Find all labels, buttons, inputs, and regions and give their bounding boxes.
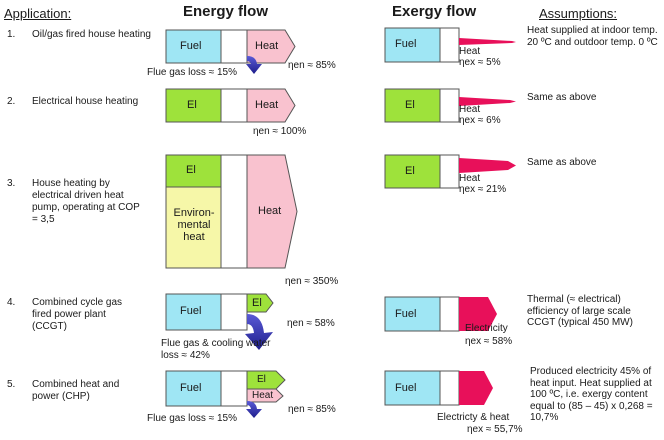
row1-fuel-label: Fuel bbox=[180, 40, 202, 52]
row3-application: House heating by electrical driven heat … bbox=[32, 178, 140, 225]
row1-heat-label: Heat bbox=[255, 40, 279, 52]
row5-el-arrow bbox=[246, 370, 286, 390]
row3-el-label: El bbox=[186, 164, 196, 176]
row1-exergy-gap bbox=[439, 27, 460, 63]
row5-exergy-arrow bbox=[459, 371, 493, 405]
assumptions-header: Assumptions: bbox=[539, 6, 618, 21]
row2-assumption: Same as above bbox=[527, 92, 597, 103]
row3-exergy-el-label: El bbox=[405, 165, 415, 177]
row5-exergy-fuel-box bbox=[384, 370, 441, 406]
row1-gap-box bbox=[220, 29, 248, 64]
row4-exergy-flow bbox=[384, 296, 497, 332]
row4-el-arrow bbox=[246, 293, 274, 313]
row1-exergy-heat-arrow bbox=[459, 38, 516, 45]
row3-exergy-heat-arrow bbox=[459, 158, 516, 173]
row3-exergy-heat-label: Heat bbox=[459, 173, 481, 184]
row1-loss-arrow bbox=[246, 56, 262, 74]
row5-heat-arrow bbox=[246, 388, 284, 403]
row4-assumption: Thermal (≈ electrical) efficiency of lar… bbox=[527, 294, 633, 328]
row2-exergy-efficiency: ηex ≈ 6% bbox=[459, 115, 501, 126]
row3-exergy-efficiency: ηex ≈ 21% bbox=[459, 184, 507, 195]
row2-heat-arrow bbox=[246, 88, 296, 123]
row2-exergy-gap bbox=[439, 88, 460, 123]
row3-exergy-flow bbox=[384, 154, 516, 189]
row3-exergy-gap bbox=[439, 154, 460, 189]
row1-exergy-fuel-box bbox=[384, 27, 441, 63]
row1-application: Oil/gas fired house heating bbox=[32, 29, 151, 40]
row2-el-box bbox=[165, 88, 222, 123]
row3-env-box bbox=[165, 186, 222, 269]
row1-loss-label: Flue gas loss ≈ 15% bbox=[147, 67, 237, 78]
row3-energy-flow bbox=[165, 154, 298, 269]
row3-energy-efficiency: ηen ≈ 350% bbox=[285, 276, 339, 287]
row2-heat-label: Heat bbox=[255, 99, 279, 111]
row5-loss-label: Flue gas loss ≈ 15% bbox=[147, 413, 237, 424]
row2-energy-efficiency: ηen ≈ 100% bbox=[253, 126, 307, 137]
row5-fuel-label: Fuel bbox=[180, 382, 202, 394]
row3-exergy-el-box bbox=[384, 154, 441, 189]
row5-energy-efficiency: ηen ≈ 85% bbox=[288, 404, 336, 415]
row1-energy-efficiency: ηen ≈ 85% bbox=[288, 60, 336, 71]
row4-energy-flow bbox=[165, 293, 274, 350]
row3-heat-label: Heat bbox=[258, 205, 282, 217]
row1-assumption: Heat supplied at indoor temp. 20 ºC and … bbox=[527, 25, 658, 48]
row1-number: 1. bbox=[7, 29, 16, 40]
row4-exergy-gap bbox=[439, 296, 460, 332]
row2-exergy-el-label: El bbox=[405, 99, 415, 111]
row2-el-label: El bbox=[187, 99, 197, 111]
row1-exergy-efficiency: ηex ≈ 5% bbox=[459, 57, 501, 68]
row2-exergy-flow bbox=[384, 88, 516, 123]
row4-energy-efficiency: ηen ≈ 58% bbox=[287, 318, 335, 329]
row5-fuel-box bbox=[165, 370, 222, 407]
row5-el-label: El bbox=[257, 374, 266, 385]
row2-gap-box bbox=[220, 88, 248, 123]
row2-number: 2. bbox=[7, 96, 16, 107]
row5-exergy-output-label: Electricty & heat bbox=[437, 412, 510, 423]
row5-energy-flow bbox=[165, 370, 286, 418]
row4-loss-arrow bbox=[245, 314, 273, 350]
row4-exergy-fuel-label: Fuel bbox=[395, 308, 417, 320]
row4-loss-label: Flue gas & cooling water loss ≈ 42% bbox=[161, 338, 271, 361]
row4-exergy-fuel-box bbox=[384, 296, 441, 332]
row1-exergy-heat-label: Heat bbox=[459, 46, 481, 57]
row2-energy-flow bbox=[165, 88, 296, 123]
row3-number: 3. bbox=[7, 178, 16, 189]
row5-application: Combined heat and power (CHP) bbox=[32, 379, 120, 402]
row1-energy-flow bbox=[165, 29, 296, 74]
row1-exergy-flow bbox=[384, 27, 516, 63]
row4-el-label: El bbox=[252, 297, 262, 309]
row5-assumption: Produced electricity 45% of heat input. … bbox=[530, 366, 653, 423]
row2-exergy-el-box bbox=[384, 88, 441, 123]
row5-exergy-efficiency: ηex ≈ 55,7% bbox=[467, 424, 523, 435]
row5-exergy-gap bbox=[439, 370, 460, 406]
row4-exergy-el-label: Electricity bbox=[465, 323, 508, 334]
row2-exergy-heat-arrow bbox=[459, 97, 516, 106]
row3-assumption: Same as above bbox=[527, 157, 597, 168]
row5-gap-box bbox=[220, 370, 248, 407]
row5-loss-arrow bbox=[246, 401, 262, 418]
row4-application: Combined cycle gas fired power plant (CC… bbox=[32, 297, 123, 332]
row4-fuel-box bbox=[165, 293, 222, 331]
exergy-flow-header: Exergy flow bbox=[392, 3, 477, 20]
row4-exergy-efficiency: ηex ≈ 58% bbox=[465, 336, 513, 347]
row5-heat-label: Heat bbox=[252, 390, 274, 401]
row3-heat-arrow bbox=[246, 154, 298, 269]
row3-gap-box bbox=[220, 154, 248, 269]
row1-exergy-fuel-label: Fuel bbox=[395, 38, 417, 50]
row3-env-label: Environ-mental heat bbox=[173, 207, 215, 243]
row4-gap-box bbox=[220, 293, 248, 331]
row1-fuel-box bbox=[165, 29, 222, 64]
energy-flow-header: Energy flow bbox=[183, 3, 269, 20]
row4-exergy-el-arrow bbox=[459, 297, 497, 331]
row4-number: 4. bbox=[7, 297, 16, 308]
application-header: Application: bbox=[4, 6, 72, 21]
row5-exergy-fuel-label: Fuel bbox=[395, 382, 417, 394]
row2-exergy-heat-label: Heat bbox=[459, 104, 481, 115]
row5-exergy-flow bbox=[384, 370, 493, 406]
row2-application: Electrical house heating bbox=[32, 96, 139, 107]
row5-number: 5. bbox=[7, 379, 16, 390]
row4-fuel-label: Fuel bbox=[180, 305, 202, 317]
